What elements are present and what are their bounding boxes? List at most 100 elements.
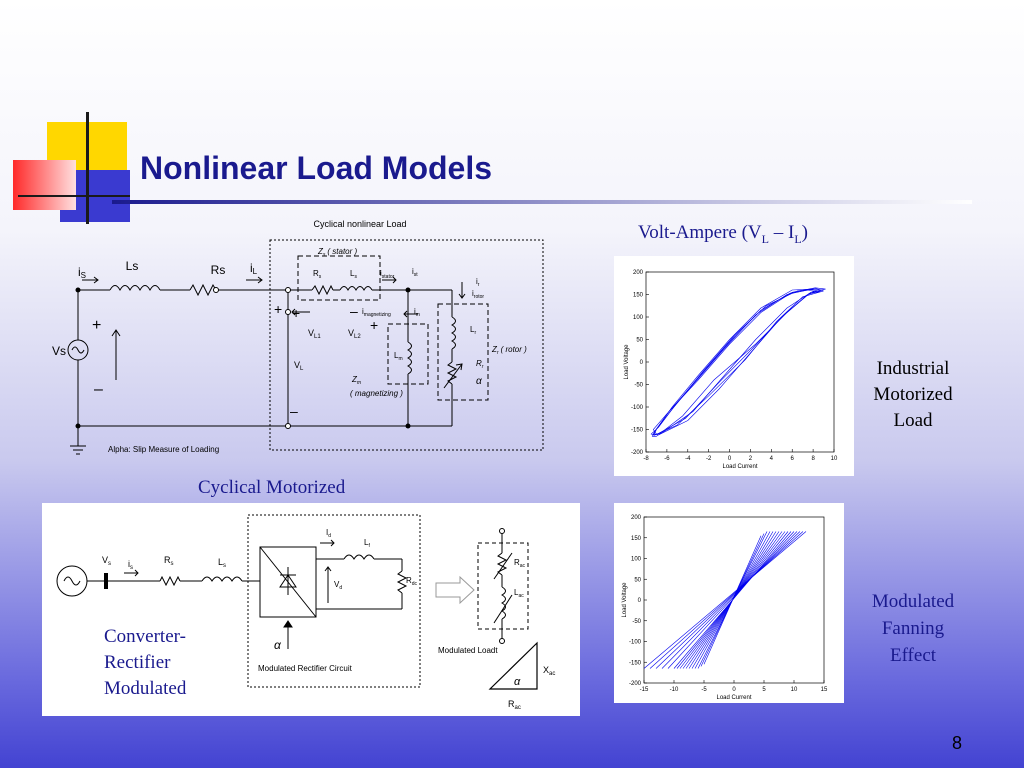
rs-small-label: Rs: [313, 269, 322, 280]
vl2-label: VL2: [348, 328, 361, 340]
alpha3-label: α: [514, 676, 521, 688]
alpha2-label: α: [274, 638, 282, 652]
ls-label: Ls: [126, 259, 139, 273]
istator-label: istator: [380, 269, 395, 280]
modulated-load-label: Modulated Loadt: [438, 646, 498, 655]
ls2-label: Ls: [218, 557, 226, 569]
plot2-xlabel: Load Current: [716, 695, 751, 701]
plot1-xtick-label: 2: [749, 456, 753, 462]
id-label: Id: [326, 528, 331, 539]
slide-title: Nonlinear Load Models: [140, 150, 493, 186]
lac-label: Lac: [514, 588, 524, 599]
plot1-ytick-label: 150: [633, 293, 644, 299]
plot1-xlabel: Load Current: [722, 464, 757, 470]
plot1-ytick-label: 0: [640, 360, 644, 366]
zr-label: Zr( rotor ): [491, 345, 527, 356]
vl1-label: VL1: [308, 328, 321, 340]
lf-label: Lf: [364, 538, 370, 549]
plot1-ytick-label: -50: [634, 383, 643, 389]
plot1-ytick-label: 100: [633, 315, 644, 321]
page-number: 8: [951, 733, 962, 753]
plot2-series-line: [661, 531, 798, 669]
rac-label: Rac: [514, 558, 526, 569]
plot1-ytick-label: -150: [631, 428, 644, 434]
plot1-ytick-label: 200: [633, 270, 644, 276]
zm-tail-label: ( magnetizing ): [350, 389, 403, 398]
plot2-xtick-label: -15: [640, 687, 649, 693]
plot2-axes-frame: [643, 516, 825, 684]
plot1-series-line: [653, 288, 823, 436]
plot2-ytick-label: -50: [632, 619, 641, 625]
plot1-series-line: [652, 289, 821, 436]
imag-label: imagnetizing: [362, 307, 391, 318]
plot1-ytick-label: -100: [631, 405, 644, 411]
plot2-series-line: [703, 535, 762, 665]
vd-label: Vd: [334, 580, 342, 591]
plus-left: +: [92, 317, 101, 334]
plus-vl1: +: [292, 305, 300, 321]
plot2-ytick-label: 150: [631, 536, 642, 542]
plot1-xtick-label: 4: [770, 456, 774, 462]
plot2-series-line: [649, 531, 804, 669]
ls-small-label: Ls: [350, 269, 357, 280]
vl-label: VL: [294, 360, 304, 372]
plot2-series-line: [667, 531, 795, 669]
zs-stator-label: Zs( stator ): [317, 247, 358, 258]
vs2-label: Vs: [102, 555, 111, 567]
plot1-xtick-label: -4: [685, 456, 691, 462]
deco-vertical-line: [86, 112, 89, 224]
plot1-xtick-label: -2: [706, 456, 712, 462]
cyclical-motorized-caption: Cyclical Motorized: [198, 477, 346, 498]
converter-rectifier-panel: [42, 503, 580, 716]
plot2-xtick-label: -5: [701, 687, 707, 693]
plot2-ytick-label: 200: [631, 515, 642, 521]
plot2-xtick-label: 15: [821, 687, 828, 693]
deco-red-square: [13, 160, 76, 210]
plot2-ytick-label: 100: [631, 557, 642, 563]
plot1-xtick-label: 6: [791, 456, 795, 462]
plot2-ylabel: Load Voltage: [622, 582, 628, 618]
plot2-series-line: [655, 531, 801, 669]
minus-vl: –: [290, 403, 298, 419]
plot1-series-line: [650, 288, 824, 436]
rectifier-box-label: Modulated Rectifier Circuit: [258, 664, 353, 673]
minus-left: –: [94, 381, 103, 398]
plus-vl: +: [274, 301, 282, 317]
plot2-ytick-label: 50: [634, 577, 641, 583]
plot2-ytick-label: -150: [629, 660, 642, 666]
plot2-series-line: [643, 531, 807, 669]
il-label: iL: [250, 261, 258, 276]
circuit1-caption: Cyclical nonlinear Load: [313, 219, 406, 229]
rac2-label: Rac: [508, 699, 521, 711]
plot1-xtick-label: -6: [664, 456, 670, 462]
plot2-xtick-label: 10: [791, 687, 798, 693]
plot2-xtick-label: 0: [732, 687, 736, 693]
volt-ampere-heading: Volt-Ampere (VL – IL): [638, 222, 808, 246]
plot1-xtick-label: 8: [811, 456, 815, 462]
plot1-ytick-label: 50: [636, 338, 643, 344]
rs-label: Rs: [211, 263, 226, 277]
plot1-xtick-label: 0: [728, 456, 732, 462]
plot1-series-line: [652, 289, 819, 435]
converter-rectifier-circuit: Vs is Rs Ls Id Lf Vd Rdc α Modulated Rec…: [56, 514, 555, 711]
plot2-ytick-label: -100: [629, 640, 642, 646]
title-underline: [112, 200, 972, 204]
plot2-xtick-label: 5: [762, 687, 766, 693]
plot1-xtick-label: 10: [831, 456, 838, 462]
xac-label: Xac: [543, 665, 555, 677]
plot1-xtick-label: -8: [643, 456, 649, 462]
plot2-ytick-label: -200: [629, 681, 642, 687]
slip-note: Alpha: Slip Measure of Loading: [108, 445, 219, 454]
cyclical-nonlinear-load-circuit: Cyclical nonlinear Load iS Ls Rs iL Vs +…: [52, 219, 544, 455]
alpha-label: α: [476, 376, 482, 387]
rr-label: Rr: [476, 359, 484, 370]
irotor-label: irotor: [472, 289, 484, 300]
is-label: iS: [78, 265, 86, 280]
minus-vl2: –: [350, 303, 358, 319]
zm-label: Zm: [351, 375, 361, 386]
